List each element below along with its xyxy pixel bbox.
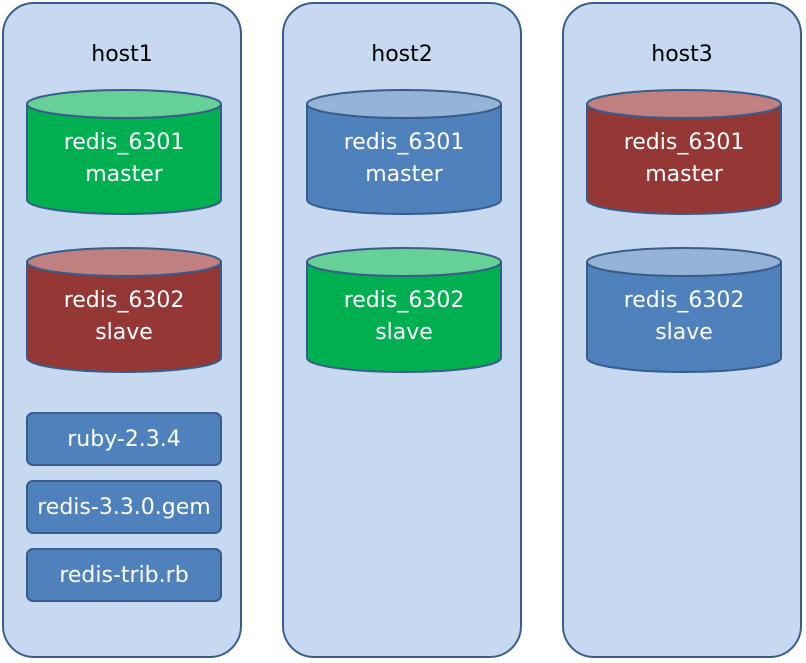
database-redis-6301-host2: redis_6301 master [306, 88, 502, 216]
host-title: host1 [91, 42, 153, 67]
host-panel-host3: host3 redis_6301 master redis_6302 slave [562, 2, 802, 658]
database-role: slave [95, 320, 153, 345]
database-redis-6301-host1: redis_6301 master [26, 88, 222, 216]
database-cylinder-icon [586, 247, 782, 373]
database-name: redis_6301 [63, 130, 185, 155]
host-panel-host2: host2 redis_6301 master redis_6302 slave [282, 2, 522, 658]
database-cylinder-icon [306, 89, 502, 215]
database-role: slave [655, 320, 713, 345]
database-name: redis_6302 [343, 288, 465, 313]
database-role: slave [375, 320, 433, 345]
tool-redis-gem: redis-3.3.0.gem [26, 480, 222, 534]
database-cylinder-icon [26, 89, 222, 215]
database-cylinder-icon [306, 247, 502, 373]
host-title: host2 [371, 42, 433, 67]
database-redis-6302-host1: redis_6302 slave [26, 246, 222, 374]
host-title: host3 [651, 42, 713, 67]
database-role: master [645, 162, 723, 187]
database-cylinder-icon [26, 247, 222, 373]
database-name: redis_6301 [623, 130, 745, 155]
database-name: redis_6302 [63, 288, 185, 313]
database-role: master [365, 162, 443, 187]
database-redis-6302-host2: redis_6302 slave [306, 246, 502, 374]
database-redis-6301-host3: redis_6301 master [586, 88, 782, 216]
database-redis-6302-host3: redis_6302 slave [586, 246, 782, 374]
host-panel-host1: host1 redis_6301 master redis_6302 slave… [2, 2, 242, 658]
database-cylinder-icon [586, 89, 782, 215]
tool-ruby: ruby-2.3.4 [26, 412, 222, 466]
database-name: redis_6302 [623, 288, 745, 313]
database-role: master [85, 162, 163, 187]
tool-redis-trib: redis-trib.rb [26, 548, 222, 602]
database-name: redis_6301 [343, 130, 465, 155]
